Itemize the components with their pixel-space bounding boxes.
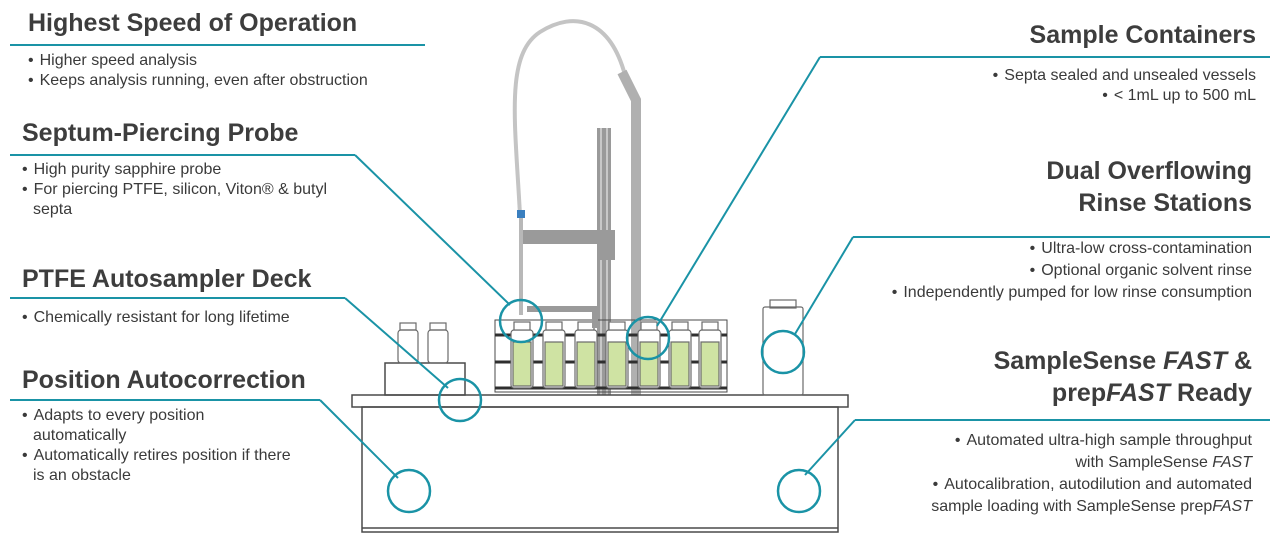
feature-probe: Septum-Piercing Probe •High purity sapph… [22, 118, 342, 220]
feature-rinse-title-line2: Rinse Stations [1078, 189, 1252, 217]
callout-circle-containers [625, 315, 671, 361]
feature-samplesense-bullet-cont: with SampleSense FAST [1075, 454, 1252, 471]
callout-circle-probe [498, 298, 544, 344]
callout-line-samplesense-pointer [804, 419, 856, 476]
feature-rinse: Dual Overflowing Rinse Stations •Ultra-l… [812, 156, 1252, 304]
feature-samplesense-title-line2: prepFAST Ready [1051, 379, 1252, 407]
feature-containers: Sample Containers •Septa sealed and unse… [816, 20, 1256, 106]
feature-rinse-bullet: •Optional organic solvent rinse [1029, 262, 1252, 279]
callout-line-containers-pointer [656, 56, 821, 327]
feature-rinse-bullet: •Independently pumped for low rinse cons… [891, 284, 1252, 301]
feature-position-bullet: •Adapts to every position automatically [22, 407, 205, 444]
feature-speed-bullet: •Keeps analysis running, even after obst… [28, 72, 368, 89]
sample-vials [510, 321, 722, 389]
feature-containers-bullet: •Septa sealed and unsealed vessels [992, 67, 1256, 84]
feature-samplesense: SampleSense FAST & prepFAST Ready •Autom… [812, 346, 1252, 518]
rinse-arm [617, 69, 641, 395]
feature-speed-bullet: •Higher speed analysis [28, 52, 198, 69]
feature-samplesense-bullet: •Autocalibration, autodilution and autom… [932, 476, 1252, 493]
sapphire-probe [519, 210, 523, 315]
feature-deck-bullet: •Chemically resistant for long lifetime [22, 309, 290, 326]
callout-circle-rinse [760, 329, 806, 375]
feature-speed: Highest Speed of Operation •Higher speed… [28, 8, 368, 91]
small-vials [397, 322, 449, 364]
feature-containers-title: Sample Containers [1029, 21, 1256, 49]
feature-samplesense-bullet-cont: sample loading with SampleSense prepFAST [931, 498, 1252, 515]
feature-position: Position Autocorrection •Adapts to every… [22, 365, 306, 486]
rinse-station [762, 299, 804, 396]
feature-rinse-bullet: •Ultra-low cross-contamination [1029, 240, 1252, 257]
callout-line-position-pointer [319, 399, 399, 479]
feature-probe-bullet: •High purity sapphire probe [22, 161, 222, 178]
feature-samplesense-title-line1: SampleSense FAST & [993, 347, 1252, 375]
feature-speed-title: Highest Speed of Operation [28, 9, 358, 37]
callout-line-rinse-pointer [794, 236, 854, 335]
feature-position-title: Position Autocorrection [22, 366, 306, 394]
callout-line-deck-pointer [344, 297, 449, 389]
callout-circle-samplesense [776, 468, 822, 514]
feature-probe-bullet: •For piercing PTFE, silicon, Viton® & bu… [22, 181, 327, 218]
callout-circle-deck [437, 377, 483, 423]
feature-position-bullet: •Automatically retires position if there… [22, 447, 291, 484]
probe-tubing [512, 19, 627, 216]
probe-arm [519, 230, 599, 244]
feature-deck: PTFE Autosampler Deck •Chemically resist… [22, 264, 311, 328]
callout-line-probe-pointer [354, 154, 511, 306]
autosampler-base [351, 394, 849, 408]
feature-probe-title: Septum-Piercing Probe [22, 119, 299, 147]
feature-samplesense-bullet: •Automated ultra-high sample throughput [954, 432, 1252, 449]
feature-deck-title: PTFE Autosampler Deck [22, 265, 312, 293]
feature-rinse-title-line1: Dual Overflowing [1046, 157, 1252, 185]
callout-circle-position [386, 468, 432, 514]
feature-containers-bullet: •< 1mL up to 500 mL [1102, 87, 1256, 104]
